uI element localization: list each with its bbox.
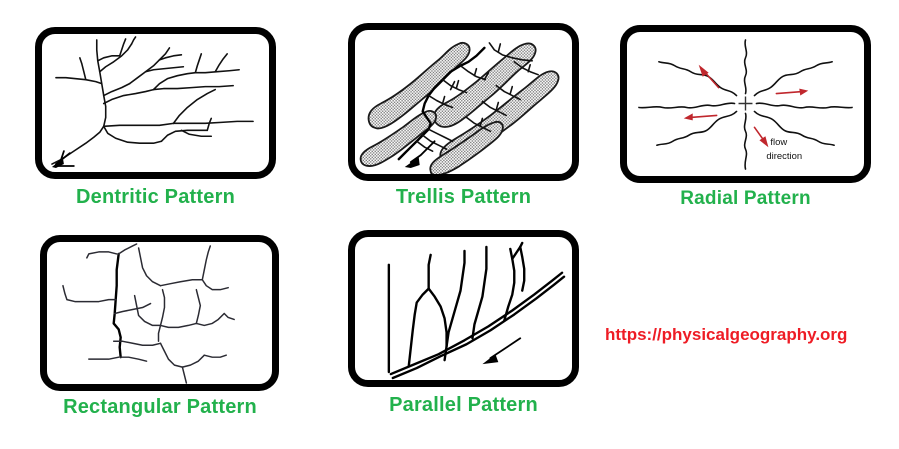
dendritic-drawing [51, 36, 254, 169]
watermark-url[interactable]: https://physicalgeography.org [605, 325, 848, 344]
radial-flow-direction-label: flow direction [766, 137, 802, 162]
radial-streams [638, 39, 853, 170]
flow-label-line-2: direction [766, 151, 802, 162]
caption-dendritic: Dentritic Pattern [76, 186, 235, 208]
parallel-streams [387, 241, 566, 380]
panel-dendritic [35, 27, 276, 179]
parallel-drawing [387, 241, 566, 380]
trellis-flow-arrow [404, 140, 436, 169]
panel-rectangular [40, 235, 279, 391]
rectangular-streams [62, 243, 235, 384]
caption-radial: Radial Pattern [680, 188, 811, 209]
caption-trellis: Trellis Pattern [395, 186, 532, 208]
trellis-streams [397, 42, 539, 161]
radial-drawing: flow direction [638, 39, 853, 170]
panel-parallel [348, 230, 579, 387]
flow-label-line-1: flow [770, 137, 787, 148]
panel-trellis [348, 23, 579, 181]
trellis-drawing [359, 42, 560, 174]
trellis-ridges [359, 42, 560, 174]
rectangular-drawing [62, 243, 235, 384]
caption-rectangular: Rectangular Pattern [63, 396, 257, 418]
parallel-flow-arrow [482, 337, 522, 365]
dendritic-streams [51, 36, 254, 165]
caption-parallel: Parallel Pattern [389, 394, 538, 416]
panel-radial: flow direction [620, 25, 871, 183]
dendritic-flow-arrow [51, 150, 75, 169]
radial-center-marker [738, 96, 753, 111]
radial-flow-arrows [683, 64, 809, 148]
